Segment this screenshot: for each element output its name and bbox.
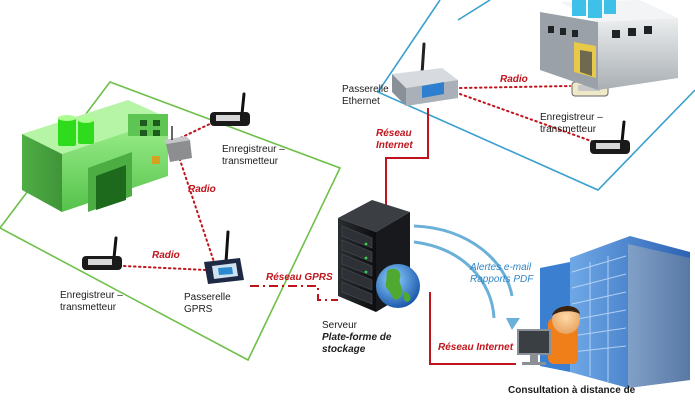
label-line: Enregistreur – [60, 290, 123, 301]
reseau-internet-top-label: Réseau Internet [376, 128, 413, 152]
label-line: Ethernet [342, 96, 380, 107]
data-logger-icon [82, 236, 122, 270]
zone-right-outline-top [457, 0, 491, 21]
label-line: transmetteur [222, 156, 279, 167]
label-line: Réseau [376, 128, 412, 139]
alert-arrow-head [506, 318, 520, 330]
alerts-label: Alertes e-mail Rapports PDF [470, 262, 533, 286]
radio-link-1 [177, 153, 217, 269]
label-line: transmetteur [60, 302, 117, 313]
logger-left-label: Enregistreur – transmetteur [60, 290, 123, 314]
radio-link-4 [459, 85, 571, 89]
label-line: Enregistreur – [540, 112, 603, 123]
logger-top-label: Enregistreur – transmetteur [222, 144, 285, 168]
radio-label-1: Radio [188, 184, 216, 195]
server-subtitle-label: Plate-forme de stockage [322, 332, 391, 356]
globe-icon [376, 264, 420, 308]
gateway-ethernet-label: Passerelle Ethernet [342, 84, 389, 108]
factory-grey-icon [540, 0, 678, 90]
label-line: Passerelle [342, 84, 389, 95]
alert-arrow-1 [413, 224, 514, 297]
gprs-line [250, 285, 338, 301]
logger-right-label: Enregistreur – transmetteur [540, 112, 603, 136]
gateway-gprs-label: Passerelle GPRS [184, 292, 231, 316]
ethernet-gateway-icon [392, 42, 458, 106]
factory-green-icon [22, 100, 168, 212]
gprs-gateway-icon [204, 230, 244, 284]
label-line: Plate-forme de [322, 332, 392, 343]
zone-right-outline [376, 0, 695, 191]
radio-link-2 [123, 265, 207, 271]
gprs-modem-icon [152, 126, 192, 164]
consultation-label: Consultation à distance de [508, 385, 636, 396]
reseau-internet-bottom-label: Réseau Internet [438, 342, 514, 353]
data-logger-icon [210, 92, 250, 126]
alert-arrow-2 [413, 240, 496, 319]
radio-label-2: Radio [152, 250, 180, 261]
label-line: Alertes e-mail [470, 262, 532, 273]
server-title-label: Serveur [322, 320, 358, 331]
label-line: Rapports PDF [470, 274, 534, 285]
label-line: Passerelle [184, 292, 231, 303]
label-line: stockage [322, 344, 366, 355]
internet-line-top [385, 108, 429, 205]
label-line: GPRS [184, 304, 213, 315]
internet-line-bottom [429, 292, 516, 365]
user-computer-icon [517, 305, 580, 365]
zone-left-outline [0, 81, 342, 362]
radio-link-5 [459, 93, 595, 143]
radio-label-3: Radio [500, 74, 528, 85]
reseau-gprs-label: Réseau GPRS [266, 272, 333, 283]
label-line: Enregistreur – [222, 144, 285, 155]
label-line: transmetteur [540, 124, 597, 135]
label-line: Internet [376, 140, 413, 151]
data-logger-icon [590, 120, 630, 154]
